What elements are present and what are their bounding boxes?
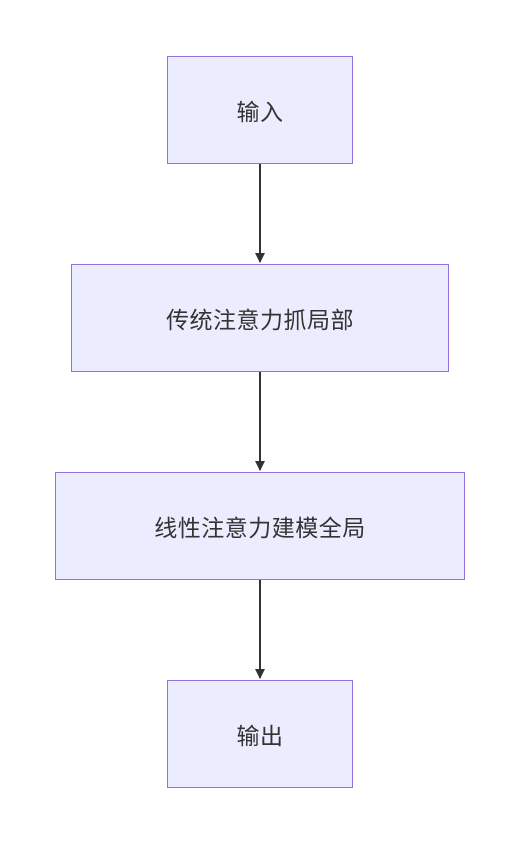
node-local-attention-label: 传统注意力抓局部: [166, 308, 354, 334]
node-output-label: 输出: [236, 724, 284, 750]
node-output: 输出: [167, 680, 353, 788]
node-input: 输入: [167, 56, 353, 164]
node-input-label: 输入: [236, 100, 284, 126]
node-linear-attention: 线性注意力建模全局: [55, 472, 465, 580]
node-local-attention: 传统注意力抓局部: [71, 264, 449, 372]
node-linear-attention-label: 线性注意力建模全局: [154, 516, 366, 542]
